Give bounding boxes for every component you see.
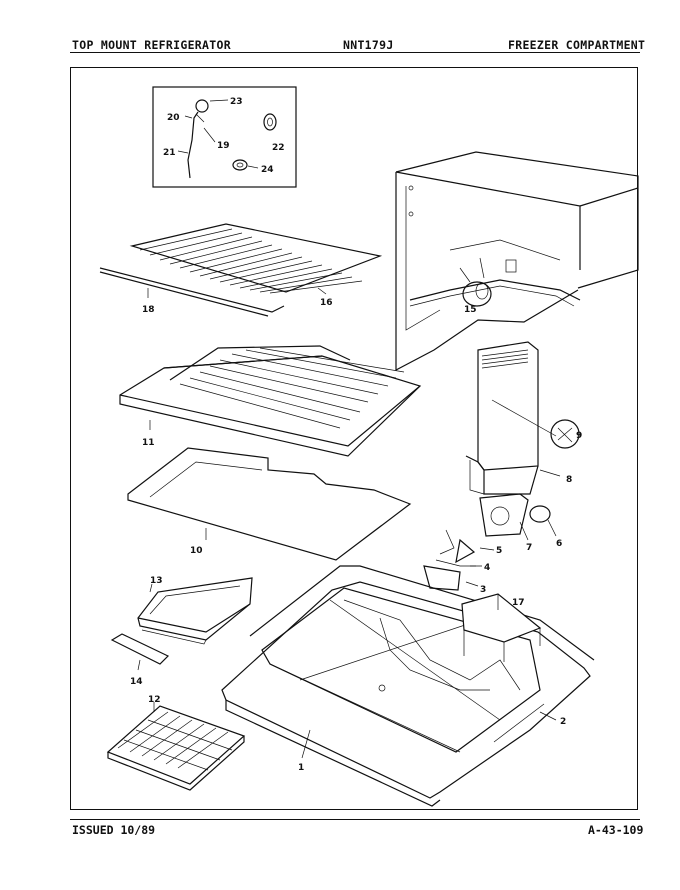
callout-18: 18 — [142, 305, 155, 315]
callout-19: 19 — [217, 141, 230, 151]
callout-16: 16 — [320, 298, 333, 308]
footer-page-code: A-43-109 — [588, 823, 644, 837]
freezer-liner: 15 — [395, 151, 639, 371]
ice-bin: 13 14 — [110, 576, 253, 687]
callout-21: 21 — [163, 148, 176, 158]
callout-24: 24 — [261, 165, 274, 175]
callout-8: 8 — [566, 475, 572, 485]
ice-tray: 12 — [106, 695, 246, 791]
callout-6: 6 — [556, 539, 562, 549]
callout-3: 3 — [480, 585, 486, 595]
inset-box-light-parts: 23 20 19 22 21 24 — [152, 86, 297, 188]
callout-2: 2 — [560, 717, 566, 727]
callout-20: 20 — [167, 113, 180, 123]
shelf-frame: 11 — [119, 345, 422, 457]
callout-9: 9 — [576, 431, 582, 441]
callout-13: 13 — [150, 576, 163, 586]
evaporator-cover: 9 8 — [465, 341, 582, 495]
freezer-floor-assembly: 1 2 17 — [221, 565, 595, 807]
callout-12: 12 — [148, 695, 161, 705]
callout-14: 14 — [130, 677, 143, 687]
callout-10: 10 — [190, 546, 203, 556]
callout-4: 4 — [484, 563, 490, 573]
callout-23: 23 — [230, 97, 243, 107]
wire-shelf: 18 16 — [99, 223, 383, 317]
callout-15: 15 — [464, 305, 477, 315]
fan-assembly: 7 6 5 4 3 — [423, 493, 562, 595]
insulation-panel: 10 — [127, 447, 412, 561]
callout-7: 7 — [526, 543, 532, 553]
callout-1: 1 — [298, 763, 304, 773]
callout-11: 11 — [142, 438, 155, 448]
footer-rule — [70, 819, 640, 820]
header-title: TOP MOUNT REFRIGERATOR — [72, 38, 231, 52]
callout-5: 5 — [496, 546, 502, 556]
header-section: FREEZER COMPARTMENT — [508, 38, 646, 52]
header-rule — [70, 52, 640, 53]
header-model-number: NNT179J — [343, 38, 394, 52]
callout-17: 17 — [512, 598, 525, 608]
footer-issue-date: ISSUED 10/89 — [72, 823, 156, 837]
callout-22: 22 — [272, 143, 285, 153]
diagram-frame — [70, 67, 638, 810]
